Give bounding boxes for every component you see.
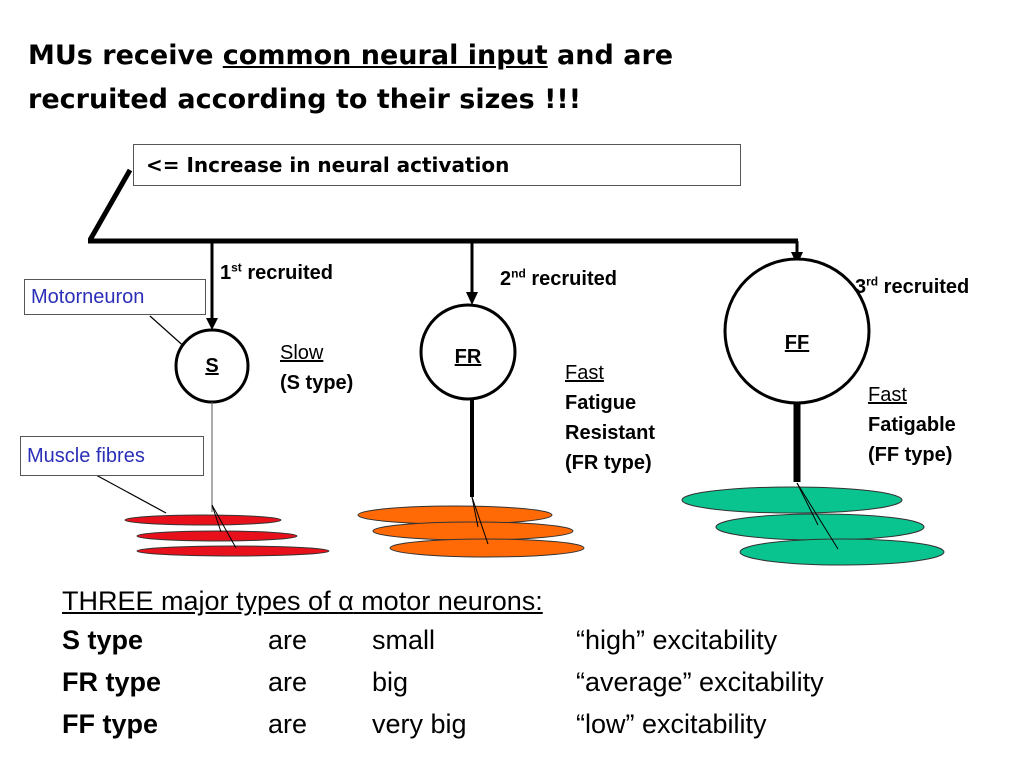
fibre-s-1 bbox=[124, 514, 282, 526]
type-description-fr: Fast Fatigue Resistant (FR type) bbox=[565, 358, 655, 478]
neuron-s-label: S bbox=[205, 355, 219, 377]
summary-row-s: S type are small “high” excitability bbox=[62, 620, 962, 660]
fibre-s-3 bbox=[136, 545, 330, 557]
summary-title: THREE major types of α motor neurons: bbox=[62, 586, 543, 617]
fibre-ff-3 bbox=[739, 538, 945, 566]
neuron-ff bbox=[723, 257, 871, 405]
speed-label: Slow bbox=[280, 342, 324, 364]
type-line: Resistant bbox=[565, 422, 656, 444]
motorneuron-label: Motorneuron bbox=[24, 279, 206, 315]
row-verb: are bbox=[268, 709, 308, 739]
order-suffix: rd bbox=[866, 274, 879, 289]
nerve-branch-ff-2 bbox=[796, 482, 839, 550]
row-size: big bbox=[372, 667, 409, 697]
row-size: very big bbox=[372, 709, 467, 739]
input-diagonal-line bbox=[87, 168, 133, 242]
summary-title-start: THREE major types of bbox=[62, 586, 339, 616]
fibre-ff-2 bbox=[715, 513, 925, 541]
neuron-fr-label: FR bbox=[454, 346, 482, 368]
row-type: S type bbox=[62, 625, 144, 655]
row-size: small bbox=[372, 625, 436, 655]
recruited-label-s: 1st recruited bbox=[220, 260, 333, 285]
title-line-1: MUs receive common neural input and are bbox=[28, 34, 928, 78]
row-verb: are bbox=[268, 625, 308, 655]
fibre-fr-2 bbox=[372, 521, 574, 541]
row-verb: are bbox=[268, 667, 308, 697]
type-description-s: Slow (S type) bbox=[280, 338, 353, 398]
summary-row-ff: FF type are very big “low” excitability bbox=[62, 704, 962, 744]
title-line-1-start: MUs receive bbox=[28, 40, 223, 71]
recruited-label-fr: 2nd recruited bbox=[500, 266, 617, 291]
recruited-text: recruited bbox=[525, 268, 617, 290]
order-number: 2 bbox=[500, 268, 512, 290]
type-line: Fatigable bbox=[868, 414, 956, 436]
row-excitability: “low” excitability bbox=[576, 709, 767, 739]
muscle-fibres-pointer-line bbox=[95, 474, 167, 514]
slide-title: MUs receive common neural input and are … bbox=[28, 34, 928, 122]
title-line-1-end: and are bbox=[547, 40, 674, 71]
nerve-branch-s-1 bbox=[211, 504, 222, 533]
neuron-ff-label: FF bbox=[784, 332, 810, 354]
fibre-fr-3 bbox=[389, 538, 585, 558]
muscle-fibres-label: Muscle fibres bbox=[20, 436, 204, 476]
arrowhead-s bbox=[206, 318, 218, 330]
order-suffix: st bbox=[231, 260, 242, 275]
speed-label: Fast bbox=[868, 384, 907, 406]
order-number: 3 bbox=[855, 276, 867, 298]
summary-title-end: motor neurons: bbox=[353, 586, 543, 616]
order-suffix: nd bbox=[511, 266, 526, 281]
row-type: FR type bbox=[62, 667, 162, 697]
recruited-label-ff: 3rd recruited bbox=[855, 274, 970, 299]
type-line: (FR type) bbox=[565, 452, 652, 474]
row-excitability: “high” excitability bbox=[576, 625, 778, 655]
type-line: (S type) bbox=[280, 372, 354, 394]
nerve-branch-fr-2 bbox=[471, 496, 489, 545]
fibre-fr-1 bbox=[357, 505, 553, 525]
activation-label-box: <= Increase in neural activation bbox=[133, 144, 741, 186]
type-line: (FF type) bbox=[868, 444, 953, 466]
neuron-fr bbox=[419, 303, 517, 401]
type-line: Fatigue bbox=[565, 392, 637, 414]
fibre-ff-1 bbox=[681, 486, 903, 514]
recruited-text: recruited bbox=[878, 276, 970, 298]
alpha-symbol: α bbox=[338, 586, 354, 616]
nerve-branch-fr-1 bbox=[471, 496, 479, 528]
speed-label: Fast bbox=[565, 362, 604, 384]
arrowhead-fr bbox=[466, 292, 478, 305]
title-underlined-phrase: common neural input bbox=[222, 40, 548, 71]
title-line-2: recruited according to their sizes !!! bbox=[28, 84, 582, 115]
fibre-s-2 bbox=[136, 530, 298, 542]
nerve-branch-ff-1 bbox=[796, 482, 819, 526]
recruited-text: recruited bbox=[241, 262, 333, 284]
nerve-branch-s-2 bbox=[211, 504, 237, 549]
row-type: FF type bbox=[62, 709, 159, 739]
order-number: 1 bbox=[220, 262, 232, 284]
summary-row-fr: FR type are big “average” excitability bbox=[62, 662, 962, 702]
row-excitability: “average” excitability bbox=[576, 667, 824, 697]
type-description-ff: Fast Fatigable (FF type) bbox=[868, 380, 956, 470]
